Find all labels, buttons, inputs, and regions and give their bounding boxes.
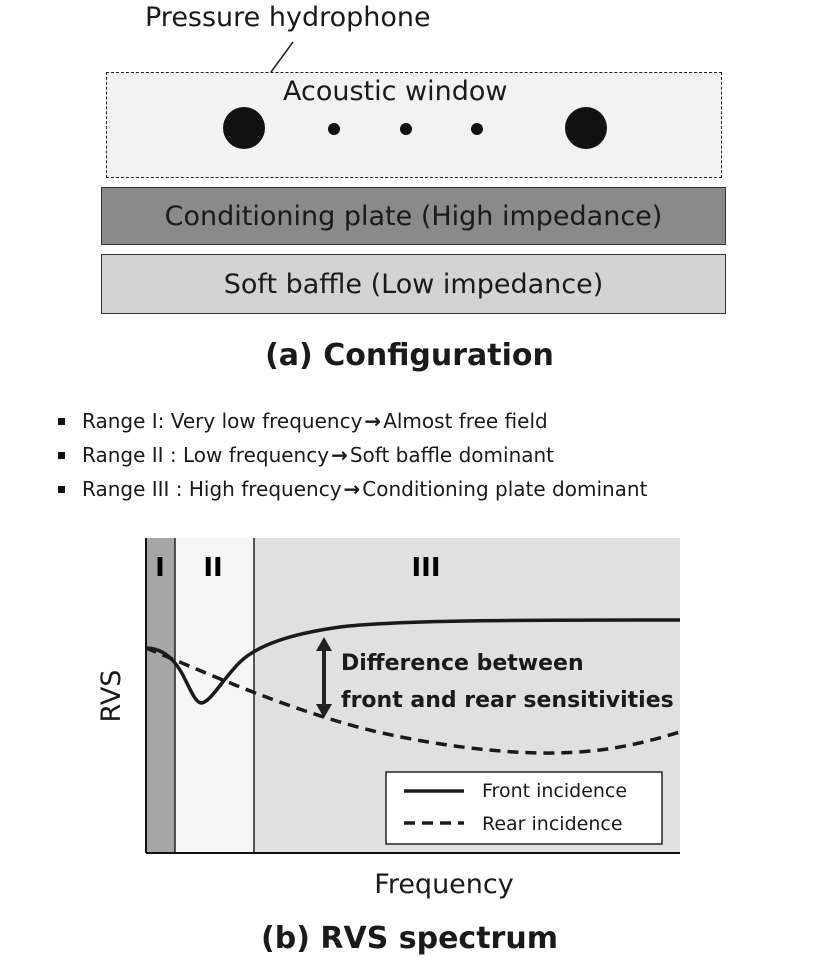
- caption-rvs-spectrum: (b) RVS spectrum: [261, 921, 558, 956]
- range-list: Range I: Very low frequency → Almost fre…: [58, 404, 647, 506]
- range-description: Range I: Very low frequency: [82, 409, 363, 433]
- soft-baffle-label: Soft baffle (Low impedance): [223, 268, 604, 300]
- hydrophone-label: Pressure hydrophone: [145, 2, 431, 33]
- region-label-I: I: [155, 553, 165, 583]
- range-item-2: Range II : Low frequency → Soft baffle d…: [58, 438, 647, 472]
- region-I: [146, 538, 175, 853]
- x-axis-label: Frequency: [374, 869, 514, 900]
- legend-rear-label: Rear incidence: [482, 813, 623, 835]
- range-item-1: Range I: Very low frequency → Almost fre…: [58, 404, 647, 438]
- acoustic-window: [106, 72, 722, 178]
- rvs-plot: I II III Difference between front and re…: [96, 538, 681, 900]
- region-label-III: III: [411, 553, 440, 583]
- conditioning-plate: Conditioning plate (High impedance): [101, 187, 726, 245]
- region-II: [175, 538, 254, 853]
- annotation-line-2: front and rear sensitivities: [341, 688, 674, 713]
- region-label-II: II: [203, 553, 222, 583]
- right-arrow-icon: →: [364, 409, 382, 433]
- range-description: Range II : Low frequency: [82, 443, 330, 467]
- arrow-up-icon: [316, 637, 332, 651]
- soft-baffle: Soft baffle (Low impedance): [101, 254, 726, 314]
- range-description: Range III : High frequency: [82, 477, 342, 501]
- right-arrow-icon: →: [343, 477, 361, 501]
- range-effect: Conditioning plate dominant: [362, 477, 648, 501]
- rear-incidence-curve: [145, 646, 681, 755]
- small-hydrophone: [471, 123, 483, 135]
- legend-box: [385, 771, 663, 845]
- conditioning-plate-label: Conditioning plate (High impedance): [164, 200, 663, 232]
- bullet-square-icon: [58, 417, 65, 425]
- range-effect: Almost free field: [383, 409, 548, 433]
- caption-configuration: (a) Configuration: [265, 338, 554, 373]
- y-axis-label: RVS: [96, 670, 127, 723]
- range-effect: Soft baffle dominant: [349, 443, 555, 467]
- large-hydrophone-left: [223, 107, 265, 149]
- range-item-3: Range III : High frequency → Conditionin…: [58, 472, 647, 506]
- right-arrow-icon: →: [331, 443, 348, 467]
- annotation-line-1: Difference between: [341, 651, 584, 676]
- front-incidence-curve: [145, 618, 681, 705]
- legend-front-label: Front incidence: [482, 780, 627, 802]
- arrow-down-icon: [316, 704, 332, 718]
- bullet-square-icon: [58, 485, 65, 493]
- large-hydrophone-right: [565, 107, 607, 149]
- bullet-square-icon: [58, 451, 65, 459]
- small-hydrophone: [328, 123, 340, 135]
- acoustic-window-label: Acoustic window: [283, 76, 508, 107]
- small-hydrophone: [400, 123, 412, 135]
